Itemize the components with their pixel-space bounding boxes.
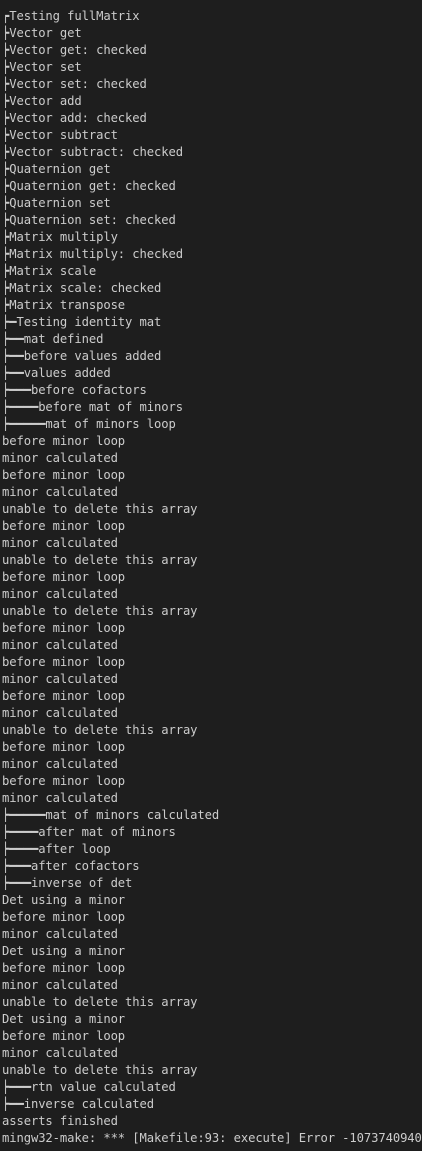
terminal-line: ┍Testing fullMatrix bbox=[2, 9, 140, 23]
terminal-line: minor calculated bbox=[2, 451, 118, 465]
terminal-line: minor calculated bbox=[2, 638, 118, 652]
terminal-line: before minor loop bbox=[2, 1029, 126, 1043]
terminal-line: ┝━━before values added bbox=[2, 349, 162, 363]
terminal-line: before minor loop bbox=[2, 910, 126, 924]
terminal-line: ┝Quaternion get: checked bbox=[2, 179, 176, 193]
terminal-line: Det using a minor bbox=[2, 893, 126, 907]
terminal-line: unable to delete this array bbox=[2, 604, 198, 618]
terminal-line: ┝Vector subtract bbox=[2, 128, 118, 142]
terminal-line: unable to delete this array bbox=[2, 1063, 198, 1077]
terminal-line: ┝━━━━after loop bbox=[2, 842, 111, 856]
terminal-line: minor calculated bbox=[2, 791, 118, 805]
terminal-line: ┝Matrix multiply: checked bbox=[2, 247, 183, 261]
terminal-line: ┝Quaternion get bbox=[2, 162, 111, 176]
terminal-line: unable to delete this array bbox=[2, 502, 198, 516]
terminal-line: before minor loop bbox=[2, 689, 126, 703]
terminal-line: ┝Quaternion set: checked bbox=[2, 213, 176, 227]
terminal-line: before minor loop bbox=[2, 961, 126, 975]
terminal-line: ┝━━━inverse of det bbox=[2, 876, 133, 890]
terminal-line: ┝Vector add: checked bbox=[2, 111, 147, 125]
terminal-line: ┝━━━rtn value calculated bbox=[2, 1080, 176, 1094]
terminal-line: Det using a minor bbox=[2, 1012, 126, 1026]
terminal-line: before minor loop bbox=[2, 570, 126, 584]
terminal-line: ┝Matrix multiply bbox=[2, 230, 118, 244]
terminal-line: minor calculated bbox=[2, 706, 118, 720]
terminal-line: ┝Vector subtract: checked bbox=[2, 145, 183, 159]
terminal-line: ┝━━━before cofactors bbox=[2, 383, 147, 397]
terminal-line: ┝Vector add bbox=[2, 94, 82, 108]
terminal-line: minor calculated bbox=[2, 927, 118, 941]
terminal-line: ┝Matrix scale bbox=[2, 264, 97, 278]
terminal-line: ┝Vector set bbox=[2, 60, 82, 74]
terminal-line: ┝━━━after cofactors bbox=[2, 859, 140, 873]
terminal-line: ┝━━━━before mat of minors bbox=[2, 400, 183, 414]
terminal-line: before minor loop bbox=[2, 621, 126, 635]
terminal-line: ┝━━inverse calculated bbox=[2, 1097, 154, 1111]
terminal-line: ┝Vector set: checked bbox=[2, 77, 147, 91]
terminal-line: before minor loop bbox=[2, 774, 126, 788]
terminal-line: unable to delete this array bbox=[2, 553, 198, 567]
terminal-line: before minor loop bbox=[2, 519, 126, 533]
terminal-line: unable to delete this array bbox=[2, 723, 198, 737]
terminal-line: ┝━━mat defined bbox=[2, 332, 104, 346]
terminal-line: minor calculated bbox=[2, 1046, 118, 1060]
terminal-line: before minor loop bbox=[2, 740, 126, 754]
terminal-line: minor calculated bbox=[2, 536, 118, 550]
terminal-line: ┝Vector get: checked bbox=[2, 43, 147, 57]
terminal-line: ┝Matrix scale: checked bbox=[2, 281, 162, 295]
terminal-line: minor calculated bbox=[2, 978, 118, 992]
terminal-line: Det using a minor bbox=[2, 944, 126, 958]
terminal-line: minor calculated bbox=[2, 587, 118, 601]
terminal-line: mingw32-make: *** [Makefile:93: execute]… bbox=[2, 1131, 422, 1145]
terminal-line: before minor loop bbox=[2, 434, 126, 448]
terminal-line: ┝Quaternion set bbox=[2, 196, 111, 210]
terminal-line: ┝━Testing identity mat bbox=[2, 315, 162, 329]
terminal-line: minor calculated bbox=[2, 757, 118, 771]
terminal-line: ┝━━━━━mat of minors loop bbox=[2, 417, 176, 431]
terminal-line: ┝━━━━after mat of minors bbox=[2, 825, 176, 839]
terminal-line: asserts finished bbox=[2, 1114, 118, 1128]
terminal-line: unable to delete this array bbox=[2, 995, 198, 1009]
terminal-line: ┝Matrix transpose bbox=[2, 298, 126, 312]
terminal-line: ┝━━values added bbox=[2, 366, 111, 380]
terminal-line: minor calculated bbox=[2, 672, 118, 686]
terminal-line: ┝Vector get bbox=[2, 26, 82, 40]
terminal-line: before minor loop bbox=[2, 468, 126, 482]
terminal-line: minor calculated bbox=[2, 485, 118, 499]
terminal-line: before minor loop bbox=[2, 655, 126, 669]
terminal-line: ┝━━━━━mat of minors calculated bbox=[2, 808, 220, 822]
